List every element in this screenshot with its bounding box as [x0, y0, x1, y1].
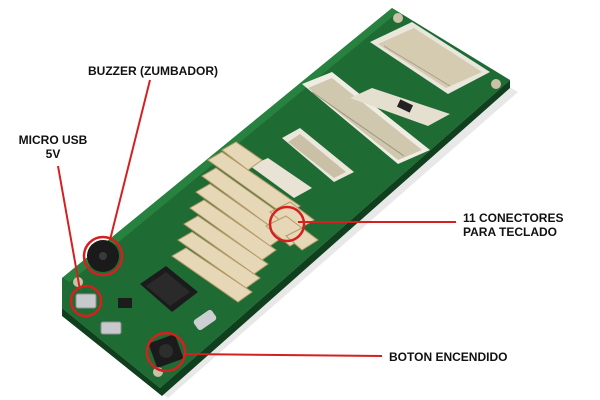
flex-connector-wide: [302, 72, 430, 164]
mounting-hole: [491, 79, 501, 89]
buzzer-label: BUZZER (ZUMBADOR): [88, 64, 218, 78]
micro-usb-port: [75, 293, 122, 335]
callout-circle-buzzer: [82, 235, 124, 277]
callout-line-buzzer: [109, 79, 151, 241]
mounting-hole: [393, 13, 403, 23]
micro-usb-label-line2: 5V: [45, 147, 61, 161]
flex-connector-small: [282, 128, 354, 182]
small-ic: [118, 298, 132, 308]
flex-connector-mini: [250, 158, 312, 198]
callout-circle-connectors: [268, 205, 306, 243]
connectors-label: 11 CONECTORES PARA TECLADO: [463, 211, 563, 239]
flex-connector-top: [370, 22, 490, 94]
connectors-label-line2: PARA TECLADO: [463, 225, 557, 239]
callout-circle-power: [145, 331, 187, 373]
buzzer-component: [87, 240, 119, 272]
callout-line-usb: [57, 165, 81, 291]
callout-line-power: [183, 353, 383, 357]
callout-lines: [57, 79, 456, 357]
power-button-label: BOTON ENCENDIDO: [389, 350, 508, 364]
keyboard-connectors: [171, 141, 319, 303]
flex-connector-mid: [350, 88, 450, 126]
microcontroller-chip: [140, 266, 198, 312]
micro-usb-label: MICRO USB 5V: [10, 133, 96, 161]
callout-circles: [69, 205, 306, 373]
micro-usb-label-line1: MICRO USB: [18, 133, 88, 147]
connectors-label-line1: 11 CONECTORES: [463, 211, 564, 225]
callout-circle-usb: [69, 284, 103, 318]
crystal-oscillator: [193, 309, 217, 331]
power-button: [148, 334, 184, 368]
